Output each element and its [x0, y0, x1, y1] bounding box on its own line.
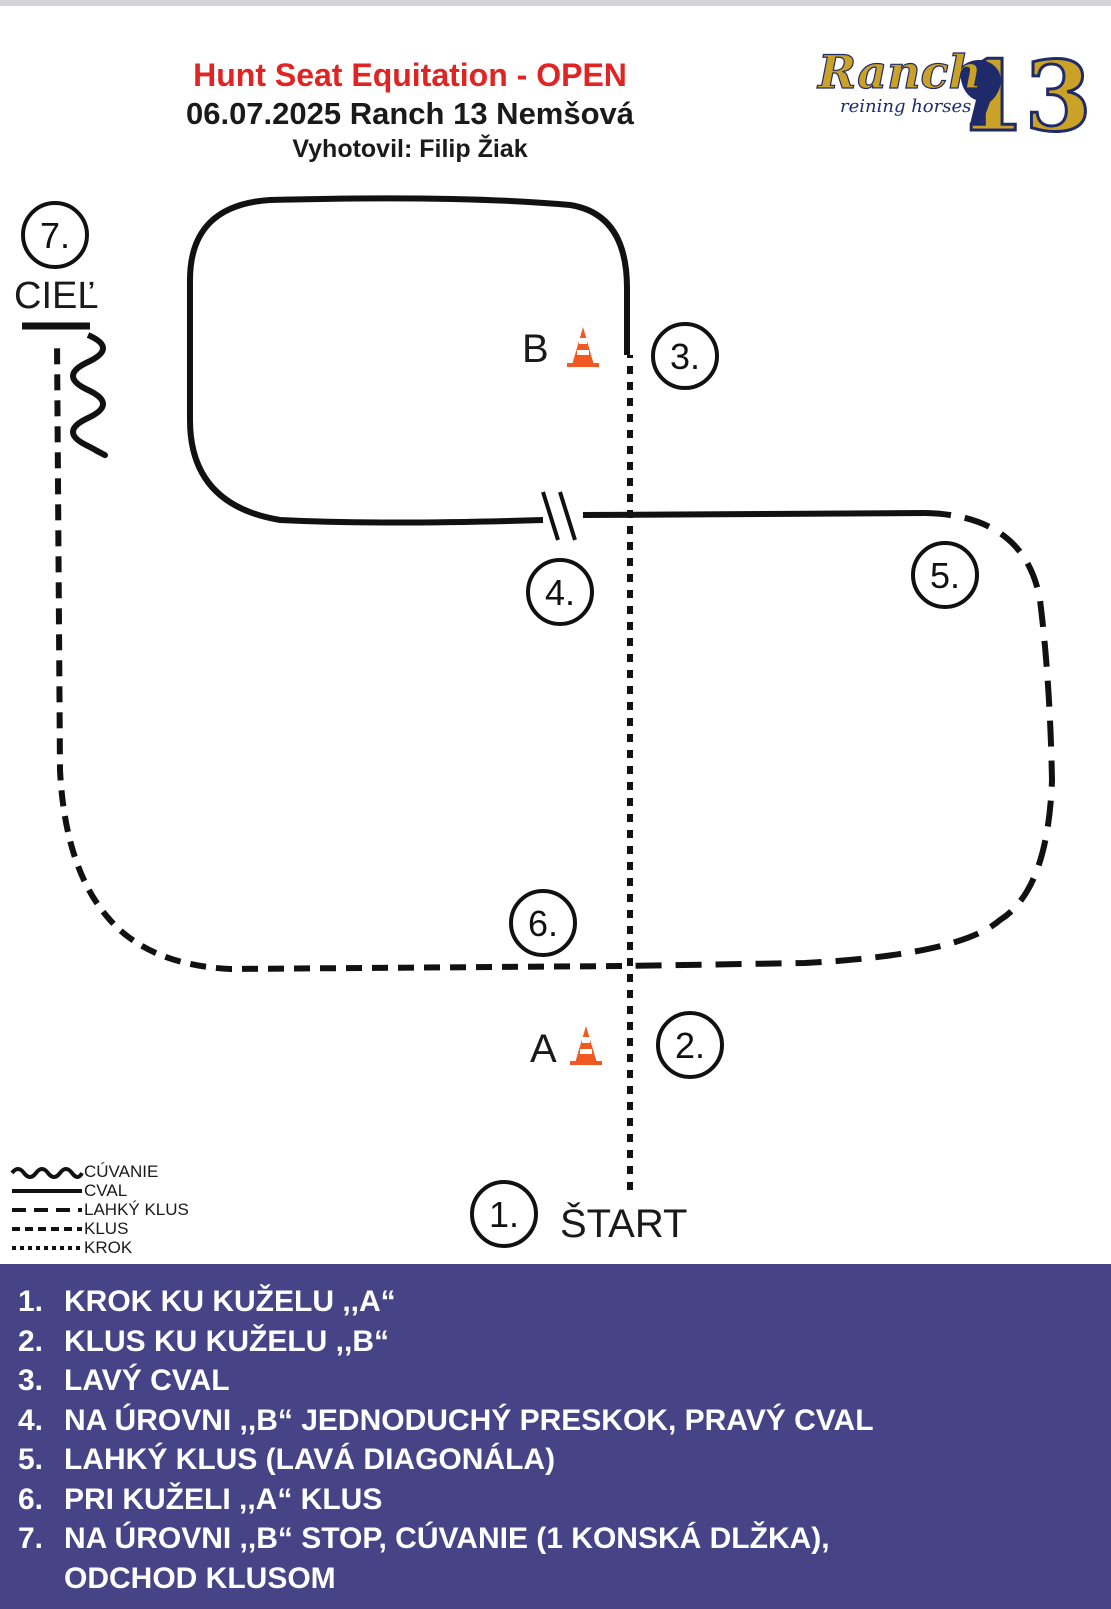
legend-label-trot: KLUS: [84, 1219, 129, 1238]
legend: CÚVANIE CVAL LAHKÝ KLUS KLUS KROK: [10, 1162, 270, 1257]
step-text: LAVÝ CVAL: [64, 1364, 230, 1397]
step-number: 5.: [18, 1443, 44, 1476]
solid-line-icon: [12, 1189, 82, 1193]
step-text: PRI KUŽELI ,,A“ KLUS: [64, 1482, 383, 1516]
author-line: Vyhotovil: Filip Žiak: [292, 135, 528, 163]
step-2: 2. KLUS KU KUŽELU ,,B“: [18, 1322, 1098, 1362]
instructions-panel: [0, 1264, 1111, 1609]
marker-7: 7.: [40, 215, 70, 256]
finish-label: CIEĽ: [14, 275, 98, 317]
event-subtitle: 06.07.2025 Ranch 13 Nemšová: [185, 96, 635, 131]
cone-a-icon: [570, 1026, 602, 1065]
wave-line-icon: [10, 1167, 84, 1179]
step-5: 5. LAHKÝ KLUS (LAVÁ DIAGONÁLA): [18, 1440, 1098, 1480]
long-dash-line-icon: [12, 1208, 82, 1212]
legend-label-canter: CVAL: [84, 1181, 128, 1200]
dotted-line-icon: [12, 1246, 82, 1250]
trot-path: [54, 339, 623, 973]
horse-head-icon: [960, 59, 1001, 124]
start-label: ŠTART: [560, 1201, 687, 1246]
step-number: 2.: [18, 1324, 44, 1358]
step-text: KROK KU KUŽELU ,,A“: [64, 1285, 396, 1318]
marker-4: 4.: [545, 572, 575, 613]
step-number: 1.: [18, 1285, 44, 1318]
short-dash-line-icon: [12, 1227, 82, 1231]
legend-row-canter: CVAL: [10, 1181, 270, 1200]
step-text: NA ÚROVNI ,,B“ STOP, CÚVANIE (1 KONSKÁ D…: [64, 1522, 830, 1555]
step-number: 3.: [18, 1364, 44, 1397]
marker-circle-2: [656, 1011, 724, 1079]
step-4: 4. NA ÚROVNI ,,B“ JEDNODUCHÝ PRESKOK, PRA…: [18, 1401, 1098, 1441]
legend-label-backup: CÚVANIE: [84, 1162, 159, 1181]
legend-label-posting-trot: LAHKÝ KLUS: [84, 1200, 189, 1219]
marker-1: 1.: [489, 1194, 519, 1235]
marker-circle-7: [21, 201, 89, 269]
instructions-list: 1. KROK KU KUŽELU ,,A“ 2. KLUS KU KUŽELU ,…: [18, 1282, 1098, 1598]
marker-circle-4: [526, 558, 594, 626]
step-1: 1. KROK KU KUŽELU ,,A“: [18, 1282, 1098, 1322]
step-text: KLUS KU KUŽELU ,,B“: [64, 1324, 389, 1358]
cone-b-icon: [567, 327, 599, 367]
marker-2: 2.: [675, 1025, 705, 1066]
logo-tagline: reining horses: [840, 96, 971, 117]
step-text: ODCHOD KLUSOM: [64, 1561, 336, 1595]
logo-brand: Ranch: [816, 45, 982, 99]
marker-circle-3: [651, 322, 719, 390]
step-6: 6. PRI KUŽELI ,,A“ KLUS: [18, 1480, 1098, 1520]
legend-row-posting-trot: LAHKÝ KLUS: [10, 1200, 270, 1219]
marker-6: 6.: [528, 903, 558, 944]
top-border: [0, 0, 1111, 6]
step-number: 6.: [18, 1482, 44, 1516]
marker-circle-1: [470, 1180, 538, 1248]
marker-3: 3.: [670, 336, 700, 377]
step-3: 3. LAVÝ CVAL: [18, 1361, 1098, 1401]
page-title: Hunt Seat Equitation - OPEN: [193, 57, 627, 93]
step-7: 7. NA ÚROVNI ,,B“ STOP, CÚVANIE (1 KONSKÁ…: [18, 1519, 1098, 1559]
posting-trot-path: [621, 510, 1056, 969]
marker-circle-6: [509, 889, 577, 957]
cone-b-label: B: [522, 327, 549, 371]
canter-line-path: [582, 510, 926, 518]
backup-wave-path: [70, 332, 108, 459]
step-7-continued: ODCHOD KLUSOM: [18, 1559, 1098, 1599]
header: Hunt Seat Equitation - OPEN 06.07.2025 R…: [130, 55, 690, 165]
lead-change-mark: [541, 491, 577, 541]
legend-label-walk: KROK: [84, 1238, 133, 1257]
canter-circle-path: [187, 195, 630, 526]
legend-row-trot: KLUS: [10, 1219, 270, 1238]
step-number: 7.: [18, 1522, 44, 1555]
step-text: LAHKÝ KLUS (LAVÁ DIAGONÁLA): [64, 1443, 556, 1476]
cone-a-label: A: [530, 1027, 557, 1071]
step-text: NA ÚROVNI ,,B“ JEDNODUCHÝ PRESKOK, PRAVÝ…: [64, 1403, 874, 1437]
legend-row-backup: CÚVANIE: [10, 1162, 270, 1181]
ranch-13-logo: 13 Ranch reining horses: [815, 39, 1093, 143]
legend-row-walk: KROK: [10, 1238, 270, 1257]
step-number: 4.: [18, 1403, 44, 1437]
marker-circle-5: [911, 541, 979, 609]
marker-5: 5.: [930, 555, 960, 596]
